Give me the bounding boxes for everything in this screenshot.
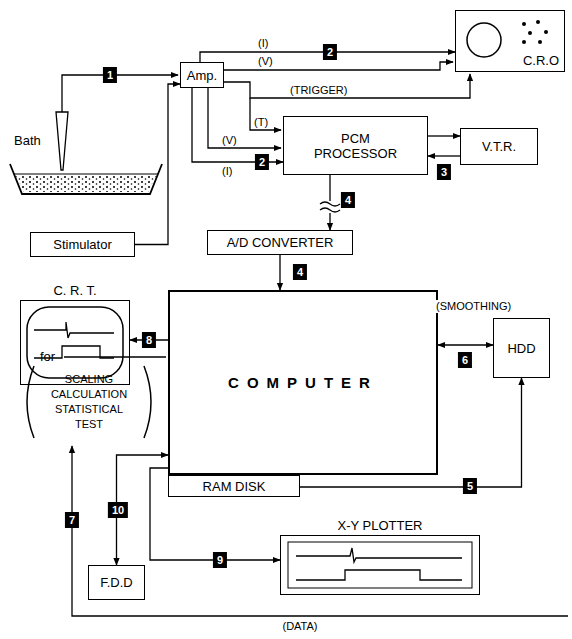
oscilloscope-box: C.R.O xyxy=(455,10,565,72)
trigger-branch xyxy=(250,98,281,130)
callout-number: 2 xyxy=(323,44,337,60)
box-label: F.D.D xyxy=(100,575,133,590)
disk-drive-box: HDD xyxy=(493,318,550,378)
signal-name: (I) xyxy=(222,165,232,178)
stimulator-box: Stimulator xyxy=(30,232,135,257)
line-break xyxy=(320,208,340,212)
note-text: SCALING CALCULATION STATISTICAL TEST xyxy=(51,372,127,432)
crt-trace xyxy=(34,322,114,338)
connector xyxy=(279,255,280,290)
connector xyxy=(192,88,283,162)
signal-name: (I) xyxy=(258,37,268,50)
leader-line xyxy=(64,356,166,357)
connector-label: (SMOOTHING) xyxy=(436,300,511,313)
bracket xyxy=(144,366,151,438)
amplifier-box: Amp. xyxy=(180,62,224,88)
box-label: PCM PROCESSOR xyxy=(311,131,401,161)
signal-name: (V) xyxy=(222,134,237,147)
voltage-wire xyxy=(208,88,281,148)
data-line xyxy=(72,446,568,616)
box-label: RAM DISK xyxy=(203,479,266,494)
box-label: Amp. xyxy=(187,68,217,83)
trigger-wire xyxy=(224,74,470,98)
cro-knob xyxy=(538,40,542,44)
cro-knob xyxy=(544,30,548,34)
note-text: for xyxy=(40,350,55,363)
plotter-sheet xyxy=(288,542,472,588)
box-label: C.R.O xyxy=(523,53,559,68)
callout-number: 10 xyxy=(108,502,128,518)
crt-screen xyxy=(27,307,123,378)
callout-number: 7 xyxy=(65,512,79,528)
floppy-drive-box: F.D.D xyxy=(88,565,145,600)
connector xyxy=(438,344,493,345)
box-heading: X-Y PLOTTER xyxy=(261,518,499,533)
box-label: A/D CONVERTER xyxy=(227,235,334,250)
plotter-box: X-Y PLOTTER xyxy=(280,535,480,595)
box-label: HDD xyxy=(507,341,535,356)
callout-number: 8 xyxy=(142,332,156,348)
cro-screen xyxy=(467,23,501,57)
callout-number: 3 xyxy=(437,164,451,180)
callout-number: 1 xyxy=(103,67,117,83)
callout-number: 4 xyxy=(293,264,307,280)
bath-sand xyxy=(16,176,156,192)
box-label: V.T.R. xyxy=(482,139,516,154)
signal-name: (T) xyxy=(254,116,268,129)
computer-box: COMPUTER xyxy=(168,290,438,475)
plotter-trace xyxy=(296,548,462,562)
line-break xyxy=(320,202,340,206)
callout-number: 9 xyxy=(213,552,227,568)
plotter-trace xyxy=(296,570,462,580)
connector xyxy=(428,135,460,136)
cro-knob xyxy=(528,31,532,35)
callout-number: 5 xyxy=(463,478,477,494)
signal-name: (V) xyxy=(258,55,273,68)
electrode xyxy=(56,112,68,170)
signal-name: (TRIGGER) xyxy=(290,84,347,97)
bracket xyxy=(27,366,34,438)
converter-box: A/D CONVERTER xyxy=(207,230,353,255)
ram-disk-box: RAM DISK xyxy=(168,475,300,497)
cro-knob xyxy=(522,22,526,26)
bath-trough xyxy=(10,164,162,194)
connector xyxy=(150,468,280,560)
callout-number: 4 xyxy=(341,192,355,208)
line-break xyxy=(322,201,338,213)
bath-surface xyxy=(14,174,158,175)
note-text: (DATA) xyxy=(282,620,317,633)
note-text: Bath xyxy=(14,134,41,147)
display-box: C. R. T. xyxy=(20,300,130,385)
connector xyxy=(300,378,522,487)
electrode-wire xyxy=(62,75,178,112)
processor-box: PCM PROCESSOR xyxy=(283,116,428,175)
connector xyxy=(135,84,180,245)
cro-knob xyxy=(522,40,526,44)
connector xyxy=(428,155,460,156)
callout-number: 6 xyxy=(458,352,472,368)
callout-number: 2 xyxy=(255,154,269,170)
box-heading: C. R. T. xyxy=(1,283,149,298)
cro-knob xyxy=(536,20,540,24)
box-label: Stimulator xyxy=(53,237,112,252)
recorder-box: V.T.R. xyxy=(460,128,538,165)
box-label: COMPUTER xyxy=(228,375,378,390)
